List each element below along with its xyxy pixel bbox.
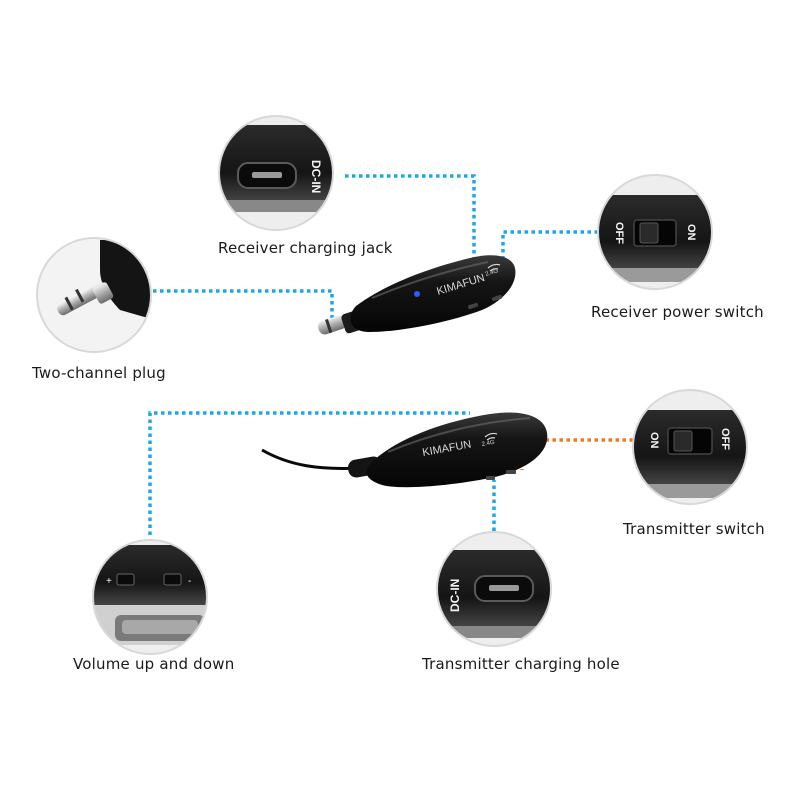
zoom-transmitter-switch: ON OFF xyxy=(632,389,748,505)
receiver-body xyxy=(350,255,516,332)
receiver-side-switch xyxy=(491,294,503,302)
receiver-shine xyxy=(371,261,489,299)
label-transmitter-charging-hole: Transmitter charging hole xyxy=(422,655,620,673)
label-receiver-charging-jack: Receiver charging jack xyxy=(218,239,393,257)
receiver-side-port xyxy=(467,302,479,310)
transmitter-shine xyxy=(387,417,531,453)
leader-transmitter-switch xyxy=(520,438,633,470)
receiver-plug-tip xyxy=(318,315,346,335)
transmitter-side-port xyxy=(486,476,495,480)
label-volume: Volume up and down xyxy=(73,655,235,673)
transmitter-device: KIMAFUN 2.4G xyxy=(261,412,548,488)
transmitter-off-marking: OFF xyxy=(719,428,731,450)
zoom-receiver-power-switch: OFF ON xyxy=(597,174,713,290)
volume-up-button xyxy=(116,573,135,586)
zoom-transmitter-charging-hole: DC-IN xyxy=(436,531,552,647)
volume-down-button xyxy=(163,573,182,586)
transmitter-band: 2.4G xyxy=(481,440,495,448)
receiver-device: KIMAFUN 2.4G xyxy=(318,255,516,335)
transmitter-switch-knob xyxy=(673,430,693,452)
leader-receiver-power-switch xyxy=(501,230,598,298)
transmitter-on-marking: ON xyxy=(648,432,660,449)
receiver-dc-in-marking: DC-IN xyxy=(309,160,323,193)
transmitter-cable xyxy=(261,448,361,470)
volume-plus-marking: + xyxy=(106,576,112,587)
label-receiver-power-switch: Receiver power switch xyxy=(591,303,764,321)
volume-minus-marking: - xyxy=(188,576,191,587)
receiver-off-marking: OFF xyxy=(613,222,625,244)
transmitter-side-switch xyxy=(506,470,516,474)
zoom-volume: + - xyxy=(92,539,208,655)
label-two-channel-plug: Two-channel plug xyxy=(32,364,166,382)
receiver-wifi-icon xyxy=(487,263,501,272)
receiver-switch-knob xyxy=(639,222,659,244)
leader-volume xyxy=(148,411,470,535)
label-transmitter-switch: Transmitter switch xyxy=(623,520,765,538)
transmitter-body xyxy=(366,412,548,488)
receiver-band: 2.4G xyxy=(485,268,500,278)
zoom-receiver-charging-jack: DC-IN xyxy=(218,115,334,231)
transmitter-wifi-icon xyxy=(484,432,498,441)
transmitter-dc-in-marking: DC-IN xyxy=(448,579,462,612)
receiver-plug-ring xyxy=(325,318,333,334)
zoom-two-channel-plug xyxy=(36,237,152,353)
receiver-led xyxy=(414,291,420,297)
receiver-on-marking: ON xyxy=(685,224,697,241)
leader-two-channel-plug xyxy=(153,289,334,318)
